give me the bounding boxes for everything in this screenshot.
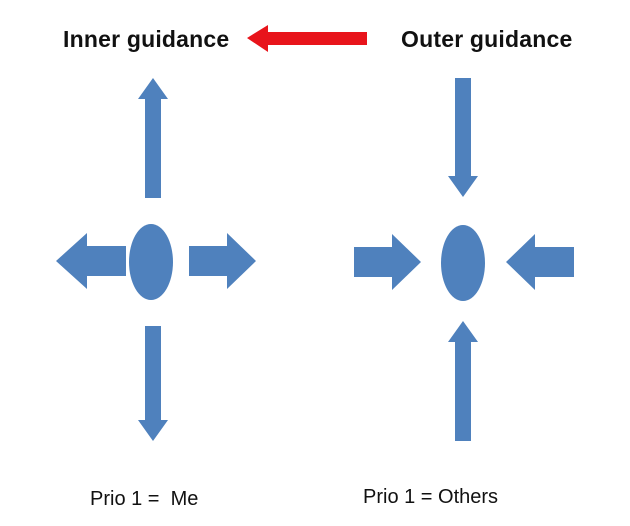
outer-ellipse-icon [441,225,485,301]
outer-right-arrow-icon [354,234,421,290]
inner-left-arrow-icon [56,233,126,289]
inner-down-arrow-icon [138,326,168,441]
inner-guidance-figure [56,78,256,441]
outer-down-arrow-icon [448,78,478,197]
left-caption: Prio 1 = Me [90,488,199,510]
inner-ellipse-icon [129,224,173,300]
outer-left-arrow-icon [506,234,574,290]
inner-right-arrow-icon [189,233,256,289]
left-arrow-icon [247,25,367,52]
outer-guidance-title: Outer guidance [401,26,573,52]
outer-guidance-figure [354,78,574,441]
inner-up-arrow-icon [138,78,168,198]
right-caption: Prio 1 = Others [363,486,499,508]
inner-guidance-title: Inner guidance [63,26,230,52]
outer-up-arrow-icon [448,321,478,441]
